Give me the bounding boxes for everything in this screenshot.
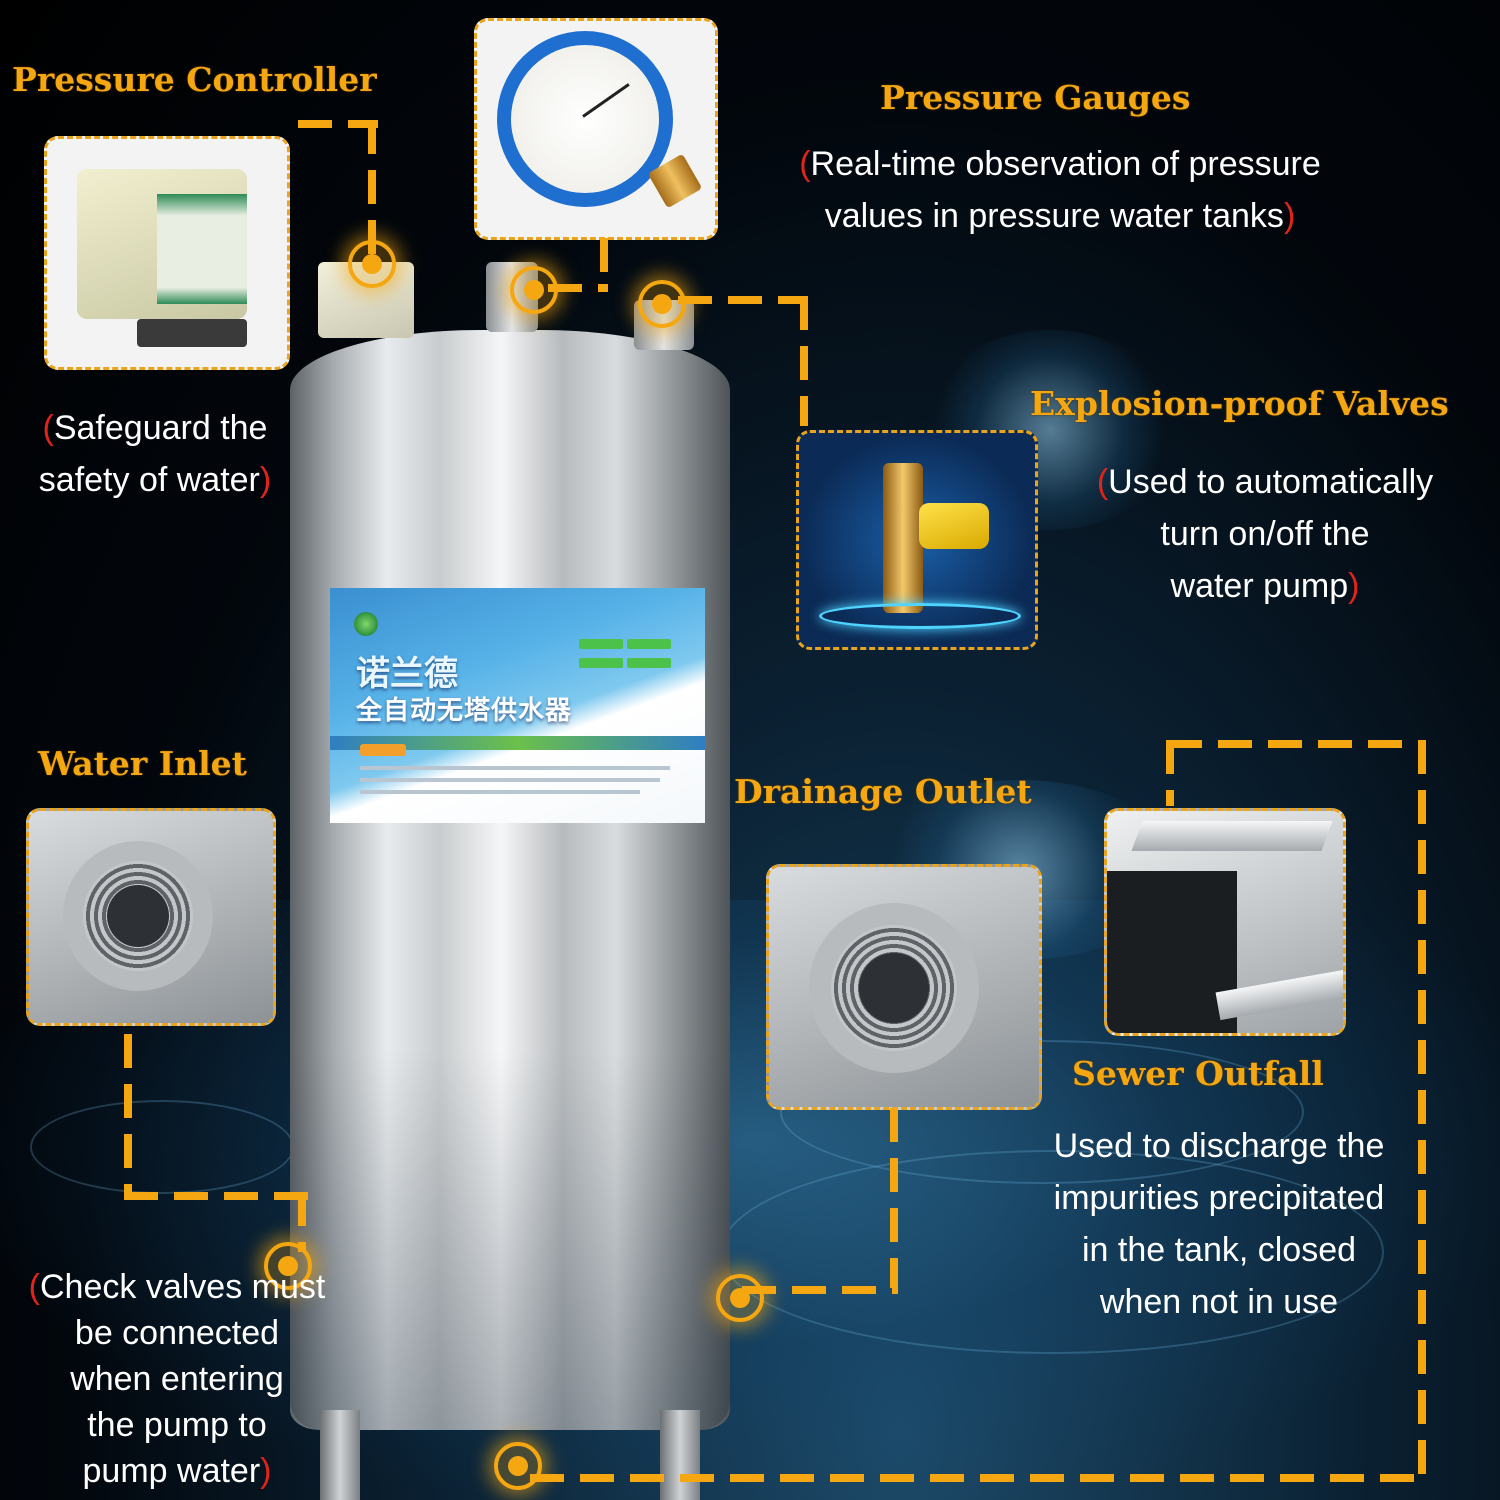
- pressure-controller-marker: [348, 240, 396, 288]
- connector-line: [742, 1286, 898, 1294]
- label-feature-tags: [577, 636, 675, 674]
- controller-base: [137, 319, 247, 347]
- label-fineprint: [360, 766, 670, 770]
- water-inlet-title: Water Inlet: [38, 744, 247, 783]
- connector-line: [1166, 740, 1174, 806]
- explosion-proof-valves-title: Explosion-proof Valves: [1030, 384, 1449, 423]
- water-inlet-description: (Check valves must be connected when ent…: [2, 1264, 352, 1494]
- product-name: 全自动无塔供水器: [356, 696, 573, 726]
- pressure-gauges-description: (Real-time observation of pressure value…: [750, 138, 1370, 242]
- explosion-proof-valve-marker: [638, 280, 686, 328]
- description-line: the pump to: [87, 1406, 267, 1444]
- sewer-outfall-description: Used to discharge the impurities precipi…: [1014, 1120, 1424, 1328]
- connector-line: [678, 296, 808, 304]
- description-line: when not in use: [1099, 1283, 1339, 1321]
- connector-line: [1418, 740, 1426, 1480]
- description-line: water pump): [1170, 567, 1360, 605]
- valve-brass-body: [883, 463, 923, 613]
- drainage-outlet-photo: [766, 864, 1042, 1110]
- description-line: be connected: [74, 1314, 280, 1352]
- connector-line: [530, 1474, 1426, 1482]
- connector-line: [1168, 740, 1426, 748]
- description-line: (Safeguard the: [42, 409, 268, 447]
- water-ripple: [30, 1100, 294, 1194]
- description-line: turn on/off the: [1160, 515, 1370, 553]
- connector-line: [800, 296, 808, 426]
- outfall-bracket: [1131, 821, 1333, 851]
- label-fineprint: [360, 778, 660, 782]
- pressure-gauge-marker: [510, 266, 558, 314]
- valve-glow-ring: [819, 603, 1021, 629]
- label-subheading-tag: [360, 744, 406, 756]
- pressure-gauges-title: Pressure Gauges: [880, 78, 1191, 117]
- description-line: when entering: [70, 1360, 284, 1398]
- water-inlet-marker: [264, 1242, 312, 1290]
- tank-shadow: [290, 1050, 730, 1430]
- controller-sticker: [157, 194, 247, 304]
- sewer-outfall-photo: [1104, 808, 1346, 1036]
- description-line: (Check valves must: [28, 1268, 326, 1306]
- inlet-pipe-bore: [107, 885, 169, 947]
- outlet-pipe-bore: [859, 953, 929, 1023]
- description-line: safety of water): [38, 461, 272, 499]
- pressure-controller-title: Pressure Controller: [12, 60, 377, 99]
- connector-line: [298, 1192, 306, 1252]
- description-line: impurities precipitated: [1053, 1179, 1385, 1217]
- description-line: pump water): [82, 1452, 272, 1490]
- drainage-outlet-title: Drainage Outlet: [734, 772, 1032, 811]
- pressure-controller-description: (Safeguard the safety of water): [10, 402, 300, 506]
- tank-product-label: ​ 诺兰德 全自动无塔供水器: [330, 588, 705, 823]
- sewer-outfall-marker: [494, 1442, 542, 1490]
- description-line: in the tank, closed: [1081, 1231, 1357, 1269]
- description-line: Used to discharge the: [1053, 1127, 1385, 1165]
- connector-line: [368, 120, 376, 260]
- connector-line: [548, 284, 608, 292]
- label-strip: [330, 736, 705, 750]
- description-line: (Used to automatically: [1096, 463, 1434, 501]
- pressure-gauge-photo: [474, 18, 718, 240]
- valve-yellow-cap: [919, 503, 989, 549]
- drainage-outlet-marker: [716, 1274, 764, 1322]
- explosion-proof-valve-photo: [796, 430, 1038, 650]
- connector-line: [298, 120, 378, 128]
- gauge-face: [511, 45, 659, 193]
- water-tank: [290, 330, 730, 1430]
- brand-logo-icon: [354, 612, 378, 636]
- outfall-dark-cavity: [1107, 871, 1237, 1033]
- description-line: (Real-time observation of pressure: [799, 145, 1321, 183]
- pressure-controller-photo: [44, 136, 290, 370]
- connector-line: [890, 1108, 898, 1288]
- tank-leg: [660, 1410, 700, 1500]
- connector-line: [124, 1192, 308, 1200]
- connector-line: [600, 238, 608, 290]
- explosion-proof-valves-description: (Used to automatically turn on/off the w…: [1060, 456, 1470, 612]
- sewer-outfall-title: Sewer Outfall: [1072, 1054, 1324, 1093]
- description-line: values in pressure water tanks): [824, 197, 1296, 235]
- label-fineprint: [360, 790, 640, 794]
- connector-line: [124, 1034, 132, 1194]
- tank-leg: [320, 1410, 360, 1500]
- water-inlet-photo: [26, 808, 276, 1026]
- brand-name: 诺兰德: [356, 654, 458, 694]
